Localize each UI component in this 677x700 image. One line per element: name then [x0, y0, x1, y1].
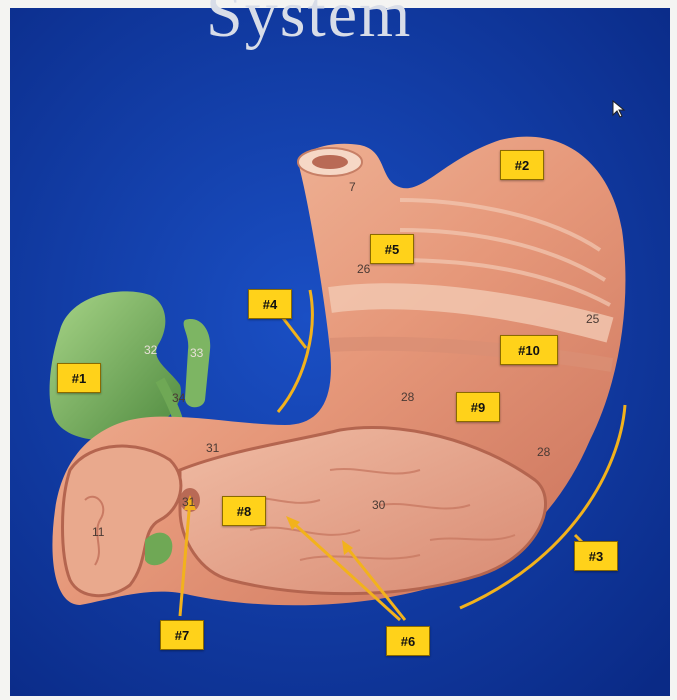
muscle-band-upper	[328, 283, 614, 343]
model-number-11: 11	[92, 525, 105, 539]
bracket-4	[276, 289, 314, 413]
cystic-duct	[183, 319, 211, 408]
label-tag-6: #6	[386, 626, 430, 656]
label-tag-4: #4	[248, 289, 292, 319]
model-number-31b: 31	[182, 495, 196, 509]
arrowheads	[184, 495, 353, 555]
label-tag-9: #9	[456, 392, 500, 422]
model-number-26: 26	[357, 262, 371, 276]
model-number-25: 25	[586, 312, 600, 326]
model-number-30: 30	[372, 498, 386, 512]
gallbladder	[49, 291, 181, 441]
model-number-7: 7	[349, 180, 356, 194]
page-title: System	[206, 0, 413, 51]
label-pointers	[178, 289, 627, 622]
arrow-6a	[288, 518, 402, 622]
model-number-28: 28	[401, 390, 415, 404]
arrow-7	[178, 499, 192, 617]
pancreas-fragment	[145, 532, 173, 566]
model-number-31: 31	[206, 441, 220, 455]
bracket-3	[459, 404, 627, 610]
label-tag-3: #3	[574, 541, 618, 571]
model-number-33: 33	[190, 346, 204, 360]
label-tag-2: #2	[500, 150, 544, 180]
leader-4	[281, 317, 308, 349]
model-number-28b: 28	[537, 445, 551, 459]
muscle-band-lower	[329, 336, 614, 372]
stomach-interior-cutaway	[178, 426, 547, 596]
model-number-34: 34	[172, 391, 186, 405]
label-tag-5: #5	[370, 234, 414, 264]
mouse-pointer-icon	[612, 100, 626, 118]
label-tag-8: #8	[222, 496, 266, 526]
label-tag-10: #10	[500, 335, 558, 365]
label-tag-1: #1	[57, 363, 101, 393]
label-tag-7: #7	[160, 620, 204, 650]
arrow-6b	[343, 544, 407, 621]
model-number-32: 32	[144, 343, 158, 357]
